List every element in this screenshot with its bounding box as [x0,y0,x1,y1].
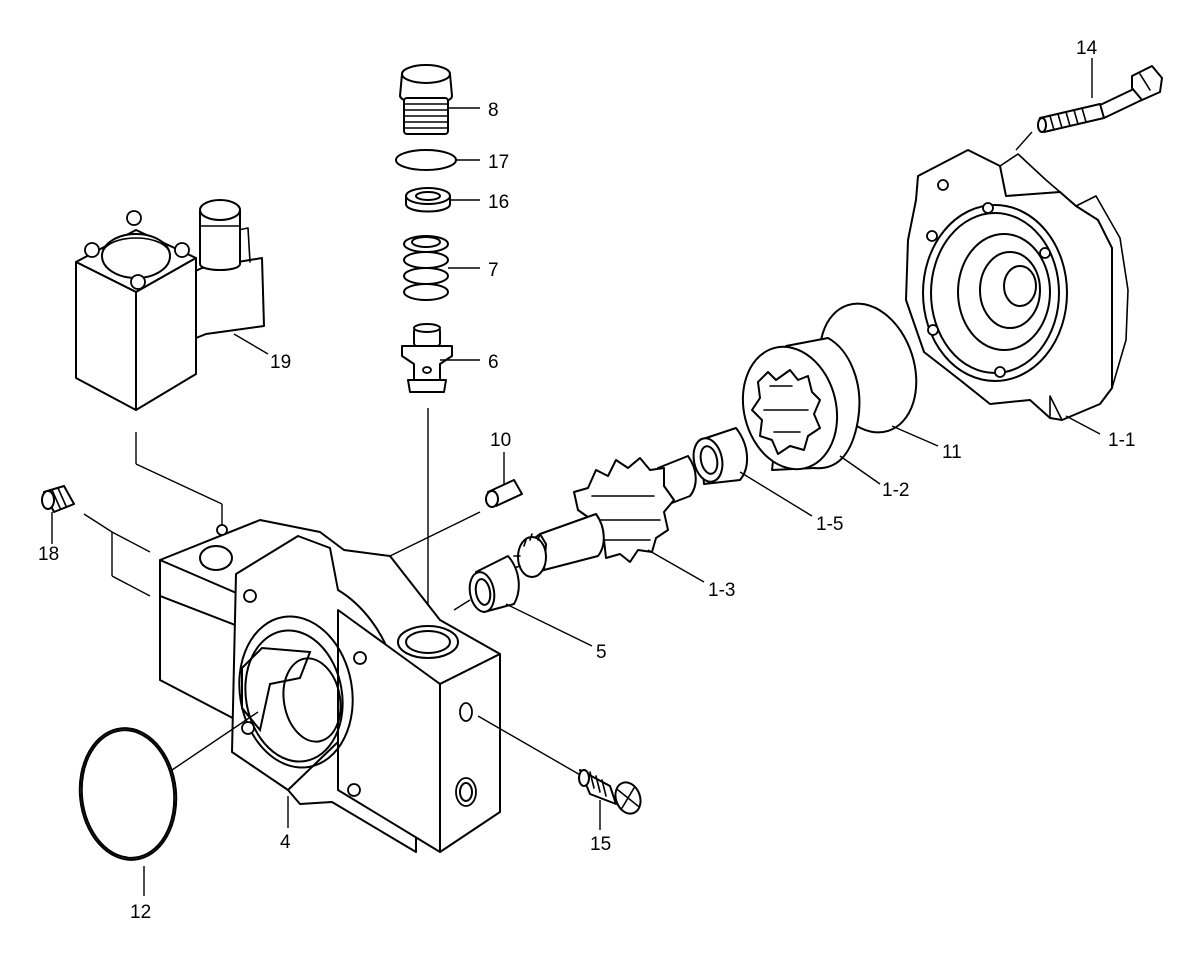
part-6-poppet [401,323,453,632]
part-19-solenoid [75,199,265,532]
part-12-o-ring [78,727,178,861]
callout-19: 19 [270,352,291,373]
callout-14: 14 [1076,38,1098,59]
callout-1-3: 1-3 [708,580,735,601]
part-8-plug [399,64,453,135]
callout-1-5: 1-5 [816,514,843,535]
callout-7: 7 [488,260,499,281]
callout-4: 4 [280,832,291,853]
callout-16: 16 [488,192,509,213]
part-17-o-ring [395,149,457,171]
part-10-pin [389,479,523,557]
part-14-bolt [1015,65,1163,151]
part-4-housing [159,519,583,853]
callout-1-2: 1-2 [882,480,909,501]
part-18-plug [41,485,151,597]
part-1-3-gear-shaft [513,455,697,578]
callout-10: 10 [490,430,511,451]
callout-1-1: 1-1 [1108,430,1135,451]
callout-labels: 14 8 17 16 7 6 19 10 11 1-1 1-2 1-5 1-3 … [38,38,1135,923]
part-1-5-bushing [692,427,748,485]
part-1-1-cover [905,149,1129,421]
callout-15: 15 [590,834,611,855]
callout-18: 18 [38,544,59,565]
callout-12: 12 [130,902,151,923]
callout-17: 17 [488,152,509,173]
callout-11: 11 [942,442,962,463]
part-5-bushing [453,555,520,613]
callout-5: 5 [596,642,607,663]
leader-lines [51,58,1101,896]
callout-6: 6 [488,352,499,373]
part-15-screw [578,769,642,815]
part-1-2-gear-ring [741,337,861,471]
callout-8: 8 [488,100,499,121]
part-16-washer [405,187,451,213]
part-7-spring [403,235,449,301]
